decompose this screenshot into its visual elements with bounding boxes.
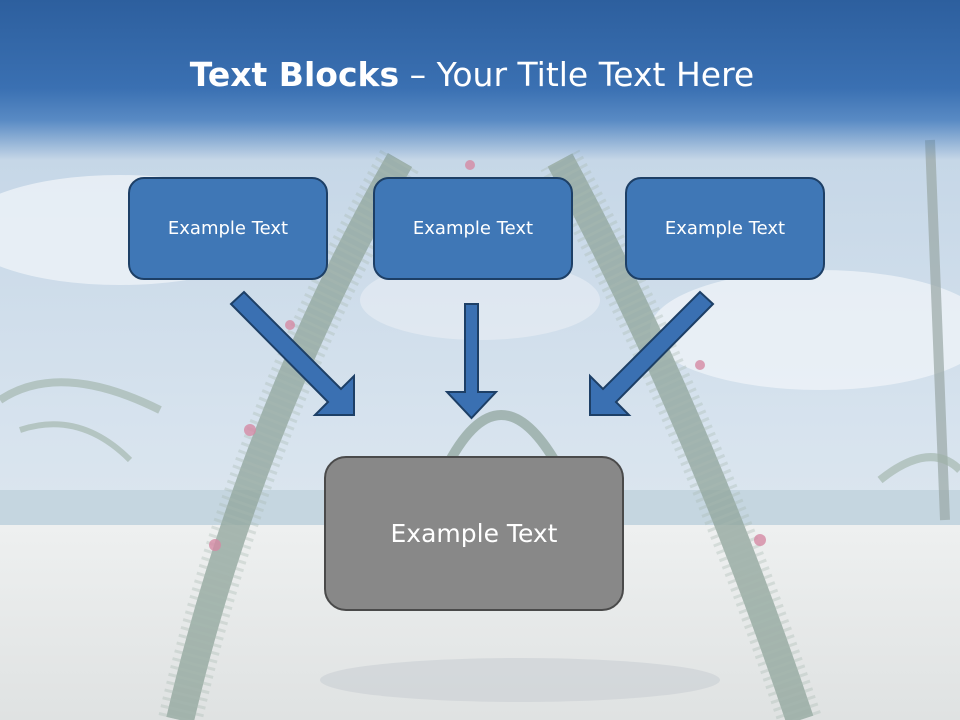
text-block-bottom-label: Example Text xyxy=(390,519,558,548)
title-band xyxy=(0,0,960,160)
text-block-bottom[interactable]: Example Text xyxy=(324,456,624,611)
arrow-left-down-right xyxy=(229,290,355,416)
slide-title: Text Blocks – Your Title Text Here xyxy=(0,52,944,98)
text-block-center[interactable]: Example Text xyxy=(373,177,573,280)
arrow-down xyxy=(444,303,499,420)
title-rest: Your Title Text Here xyxy=(436,55,755,94)
text-block-right-label: Example Text xyxy=(664,218,786,239)
text-block-center-label: Example Text xyxy=(412,218,534,239)
text-block-right[interactable]: Example Text xyxy=(625,177,825,280)
title-bold-part: Text Blocks xyxy=(189,55,400,94)
text-block-left-label: Example Text xyxy=(167,218,289,239)
text-block-left[interactable]: Example Text xyxy=(128,177,328,280)
title-separator: – xyxy=(399,55,437,94)
arrow-left-down-left xyxy=(589,290,715,416)
